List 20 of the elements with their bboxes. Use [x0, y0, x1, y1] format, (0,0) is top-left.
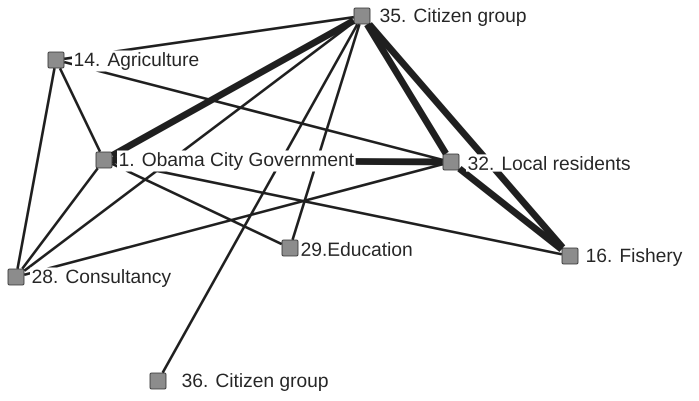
connector-line	[58, 68, 102, 152]
connector-line	[21, 168, 99, 270]
node-label: 32. Local residents	[466, 154, 632, 172]
connector-line	[112, 162, 282, 246]
connector-line	[364, 22, 449, 156]
connector-line	[291, 24, 361, 240]
connector-line	[112, 160, 562, 256]
connector-line	[16, 68, 56, 269]
node-label: 36. Citizen group	[180, 372, 330, 392]
node-label: 14. Agriculture	[72, 50, 200, 72]
connector-line	[457, 166, 564, 252]
node-label: 35. Citizen group	[378, 6, 528, 28]
connector-line	[24, 162, 443, 276]
node-label: 28. Consultancy	[30, 268, 172, 288]
node-label: 16. Fishery	[584, 246, 684, 268]
connector-line	[110, 18, 356, 158]
connector-line	[64, 60, 443, 162]
connector-line	[162, 24, 358, 374]
node-label: 1. Obama City Government	[117, 150, 356, 172]
node-label: 29.Education	[299, 240, 414, 258]
